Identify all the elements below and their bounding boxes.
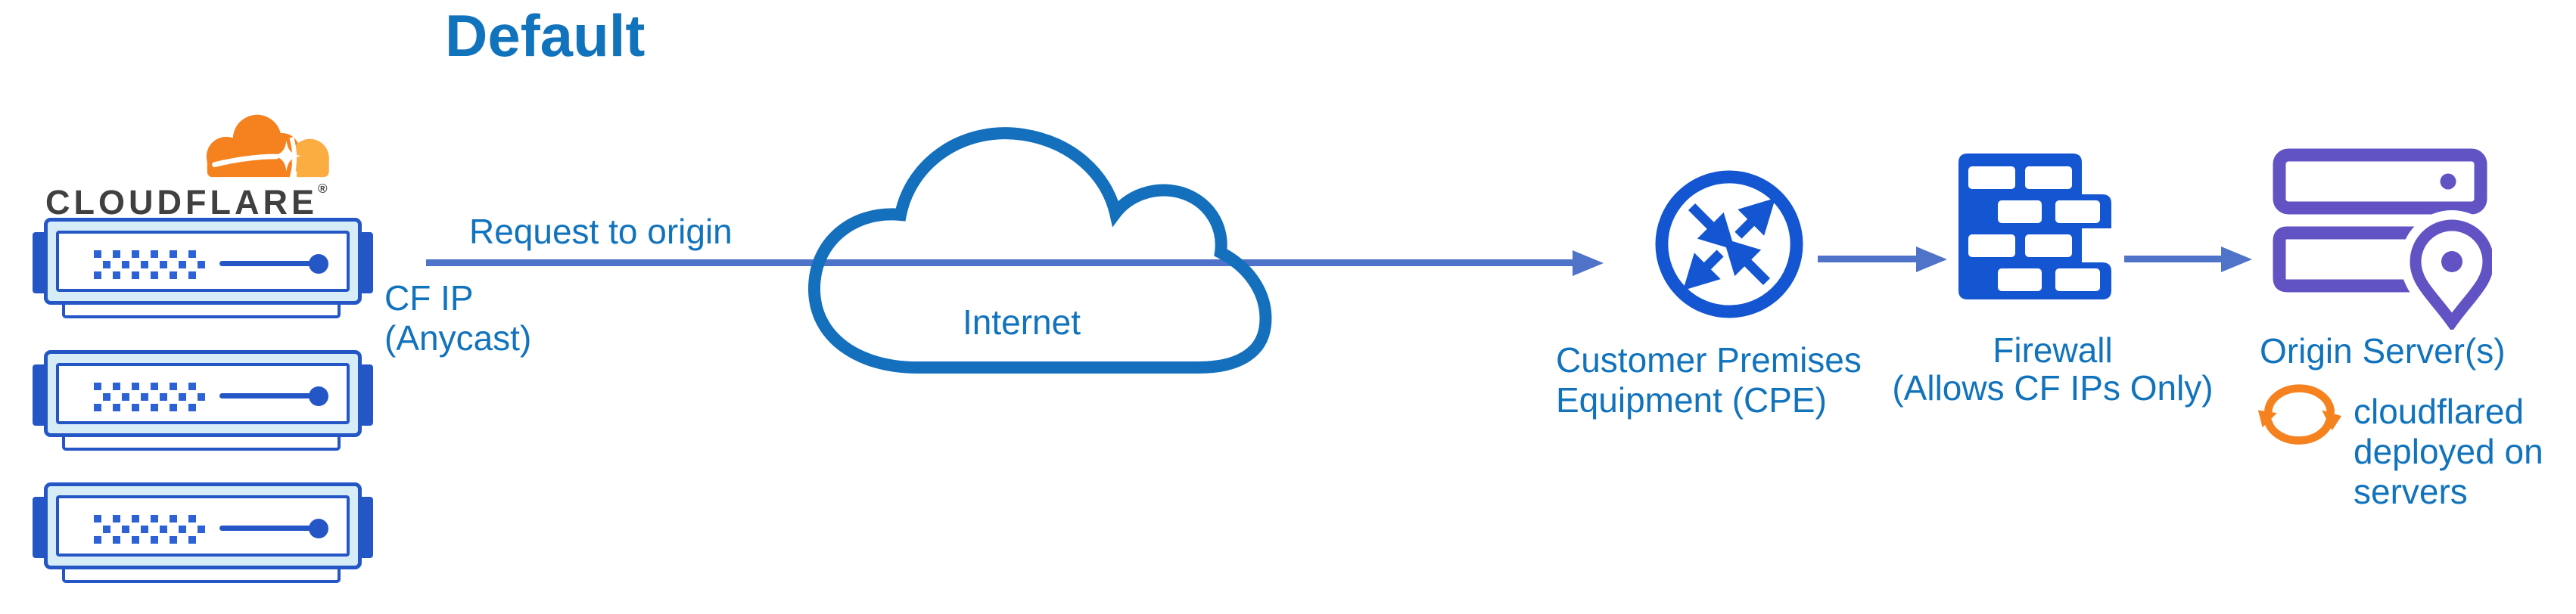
server-power-light <box>309 386 328 406</box>
server-vents <box>94 515 215 547</box>
server-vents <box>94 383 215 414</box>
server-vents <box>94 250 215 282</box>
server-base <box>62 437 341 451</box>
server-body <box>44 350 362 437</box>
cloudflare-wordmark: CLOUDFLARE® <box>45 181 328 222</box>
cf-ip-anycast-label: CF IP (Anycast) <box>384 278 532 358</box>
server-power-light <box>309 254 328 274</box>
origin-servers-icon <box>2273 148 2492 330</box>
arrowhead-icon <box>2221 246 2252 272</box>
cloudflare-server-icon <box>33 350 373 454</box>
server-panel <box>56 495 350 557</box>
arrowhead-icon <box>1573 250 1604 276</box>
server-panel <box>56 231 350 292</box>
origin-servers-label: Origin Server(s) <box>2260 331 2506 371</box>
server-body <box>44 482 362 569</box>
location-pin-icon <box>2410 219 2492 330</box>
server-power-light <box>309 519 328 538</box>
firewall-brick-icon <box>1958 154 2111 299</box>
internet-cloud-icon <box>807 127 1272 374</box>
arrow-firewall-to-origin <box>2124 246 2252 272</box>
server-panel <box>56 363 350 424</box>
cloudflared-note: cloudflared deployed on servers <box>2354 392 2543 511</box>
request-to-origin-label: Request to origin <box>469 212 733 251</box>
cloudflare-logo-icon <box>206 114 329 179</box>
cloudflare-server-icon <box>33 482 373 586</box>
arrow-request-to-cpe <box>426 250 1604 276</box>
cloudflare-server-icon <box>33 218 373 321</box>
server-slot <box>219 393 313 398</box>
firewall-label: Firewall (Allows CF IPs Only) <box>1892 330 2214 408</box>
server-base <box>62 305 341 318</box>
arrowhead-icon <box>1916 246 1947 272</box>
cpe-router-icon <box>1655 170 1803 318</box>
server-slot <box>219 261 313 266</box>
internet-label: Internet <box>963 302 1081 342</box>
cloudflared-sync-icon <box>2257 384 2342 445</box>
registered-trademark: ® <box>317 181 328 196</box>
server-base <box>62 569 341 583</box>
diagram-title: Default <box>445 2 646 69</box>
server-slot <box>219 526 313 531</box>
cpe-label: Customer Premises Equipment (CPE) <box>1556 340 1862 420</box>
arrow-cpe-to-firewall <box>1818 246 1947 272</box>
server-body <box>44 218 362 305</box>
